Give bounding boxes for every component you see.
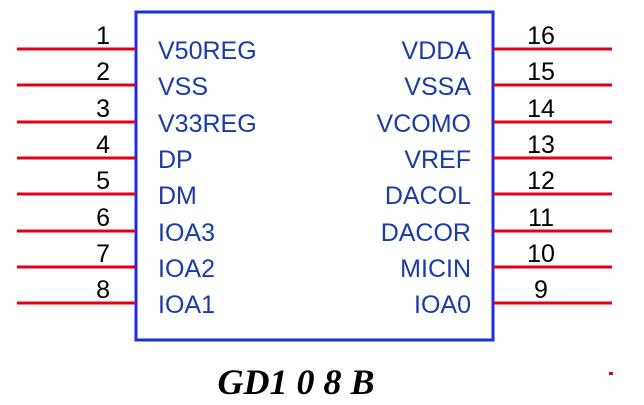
pin-14-label: VCOMO: [377, 110, 471, 138]
pin-13-number: 13: [527, 131, 555, 159]
pin-16-number: 16: [527, 22, 555, 50]
pin-2-number: 2: [96, 58, 110, 86]
pin-5-label: DM: [158, 182, 197, 210]
pin-1-number: 1: [96, 22, 110, 50]
pin-9-number: 9: [534, 276, 548, 304]
pin-9-label: IOA0: [414, 291, 471, 319]
pin-6-label: IOA3: [158, 219, 215, 247]
pin-8-number: 8: [96, 276, 110, 304]
pin-12-number: 12: [527, 167, 555, 195]
pin-7-number: 7: [96, 240, 110, 268]
pin-13-label: VREF: [404, 146, 471, 174]
pin-16-label: VDDA: [402, 37, 472, 65]
pin-4-label: DP: [158, 146, 193, 174]
chip-part-name: GD1 0 8 B: [217, 362, 374, 402]
pin-12-label: DACOL: [385, 182, 471, 210]
pin-11-number: 11: [528, 204, 554, 232]
pin-3-number: 3: [96, 95, 110, 123]
pin-8-label: IOA1: [158, 291, 215, 319]
pin-2-label: VSS: [158, 73, 208, 101]
pin-15-number: 15: [527, 58, 555, 86]
pin-10-number: 10: [527, 240, 555, 268]
stray-red-mark: [609, 372, 613, 375]
pin-7-label: IOA2: [158, 255, 215, 283]
pin-4-number: 4: [96, 131, 110, 159]
pin-14-number: 14: [527, 95, 555, 123]
pin-15-label: VSSA: [404, 73, 471, 101]
pin-5-number: 5: [96, 167, 110, 195]
pin-6-number: 6: [96, 204, 110, 232]
pin-10-label: MICIN: [400, 255, 471, 283]
chip-body: [134, 10, 495, 342]
pin-3-label: V33REG: [158, 110, 257, 138]
pin-11-label: DACOR: [381, 219, 471, 247]
pin-1-label: V50REG: [158, 37, 257, 65]
